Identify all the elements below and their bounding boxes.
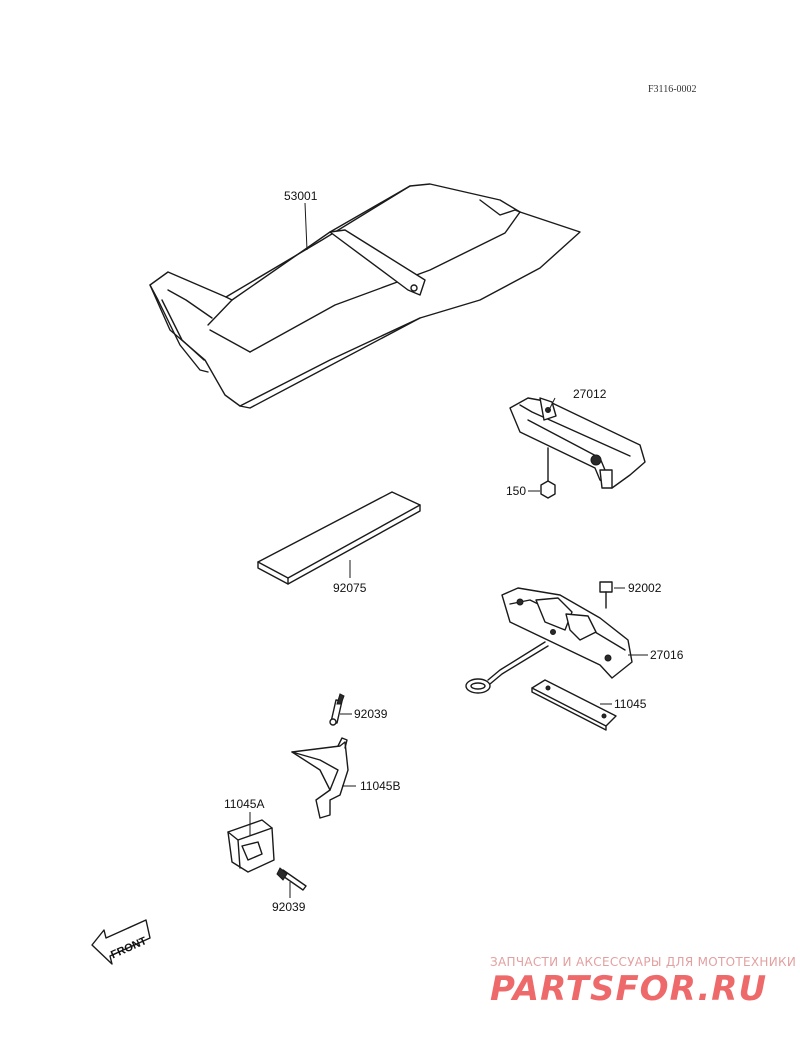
bracket-27012-drawing	[509, 397, 646, 489]
part-label-27016: 27016	[650, 648, 684, 662]
leader-27012	[547, 397, 556, 413]
pad-92075-drawing	[257, 491, 421, 585]
bracket-11045b-drawing	[291, 737, 349, 819]
part-label-53001: 53001	[284, 189, 318, 203]
part-label-11045: 11045	[614, 697, 647, 711]
pin-92039-top-drawing	[329, 693, 345, 726]
front-arrow: FRONT	[91, 919, 151, 965]
part-label-92039-bottom: 92039	[272, 900, 306, 914]
part-label-92002: 92002	[628, 581, 662, 595]
watermark-tagline: ЗАПЧАСТИ И АКСЕССУАРЫ ДЛЯ МОТОТЕХНИКИ	[490, 955, 796, 969]
holder-11045a-drawing	[227, 819, 275, 873]
bolt-150-drawing	[540, 447, 556, 499]
part-label-92075: 92075	[333, 581, 367, 595]
part-label-150: 150	[506, 484, 526, 498]
part-label-27012: 27012	[573, 387, 607, 401]
pin-92039-bottom-drawing	[276, 867, 307, 891]
plate-11045-drawing	[531, 679, 617, 731]
watermark-brand: PARTSFOR.RU	[490, 969, 767, 1009]
part-label-92039-top: 92039	[354, 707, 388, 721]
lock-27016-drawing	[465, 587, 633, 694]
seat-drawing	[149, 183, 581, 409]
part-label-11045b: 11045B	[360, 779, 400, 793]
part-label-11045a: 11045A	[224, 797, 264, 811]
bolt-92002-drawing	[599, 581, 613, 609]
reference-code: F3116-0002	[648, 84, 697, 95]
leader-53001	[304, 202, 308, 251]
